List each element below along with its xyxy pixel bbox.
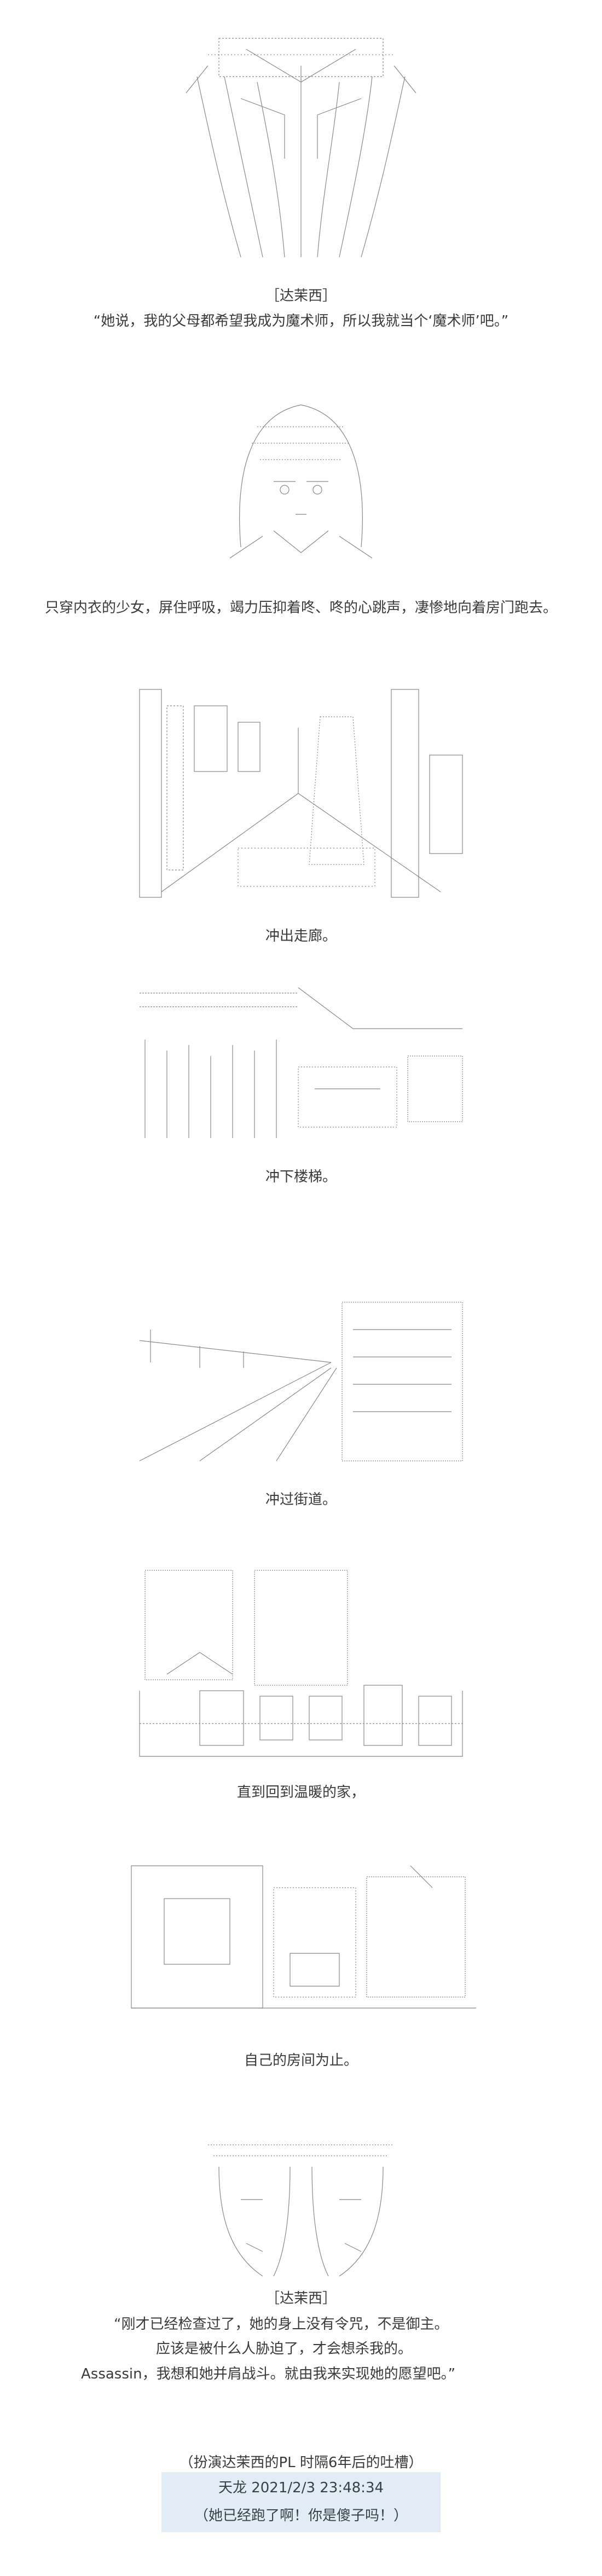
ascii-art-hands [175,16,427,268]
ascii-art-street [134,1297,468,1466]
narration-text: 直到回到温暖的家， [236,1784,365,1801]
footer-note: （扮演达茉西的PL 时隔6年后的吐槽） [179,2455,423,2471]
narration-text: 只穿内衣的少女，屏住呼吸，竭力压抑着咚、咚的心跳声，凄惨地向着房门跑去。 [44,600,557,616]
comment-box: 天龙 2021/2/3 23:48:34 （她已经跑了啊！你是傻子吗！） [161,2472,441,2532]
ascii-art-house [134,1565,468,1762]
ascii-art-figures [197,2134,405,2282]
ascii-art-stairs [134,985,468,1149]
ascii-art-corridor [134,684,468,908]
dialogue-line-1: “刚才已经检查过了，她的身上没有令咒，不是御主。 [114,2316,449,2333]
ascii-art-room [126,1855,476,2019]
narration-text: 自己的房间为止。 [244,2052,358,2069]
narration-text: 冲出走廊。 [265,928,337,944]
narration-text: 冲下楼梯。 [265,1169,337,1185]
speaker-label: ［达茉西］ [265,288,337,304]
narration-text: 冲过街道。 [265,1492,337,1508]
dialogue-line: “她说，我的父母都希望我成为魔术师，所以我就当个‘魔术师’吧。” [93,313,509,329]
comment-text: （她已经跑了啊！你是傻子吗！） [194,2508,408,2524]
speaker-label: ［达茉西］ [265,2290,337,2307]
ascii-art-girl [219,394,383,564]
dialogue-line-3: Assassin，我想和她并肩战斗。就由我来实现她的愿望吧。” [81,2366,456,2382]
dialogue-line-2: 应该是被什么人胁迫了，才会想杀我的。 [156,2341,413,2357]
comment-author: 天龙 2021/2/3 23:48:34 [218,2480,384,2496]
